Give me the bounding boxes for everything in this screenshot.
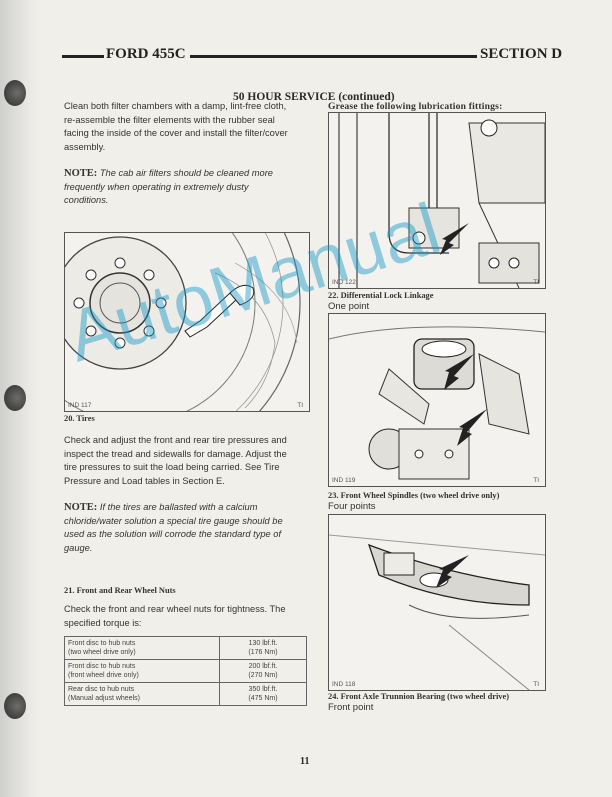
note-label: NOTE: <box>64 168 98 179</box>
text-line: used as the solution will corrode the st… <box>64 529 282 539</box>
differential-lock-illustration <box>329 113 545 288</box>
table-cell-value: 350 lbf.ft. (475 Nm) <box>219 682 307 706</box>
item24-sub: Front point <box>328 702 374 713</box>
cell-line: (176 Nm) <box>248 649 278 656</box>
tire-illustration <box>65 233 309 411</box>
table-row: Front disc to hub nuts (front wheel drive… <box>64 659 307 683</box>
text-line: Pressure and Load tables in Section E. <box>64 475 225 486</box>
figure-ti: TI <box>533 681 539 688</box>
table-row: Front disc to hub nuts (two wheel drive o… <box>64 636 307 660</box>
note-label: NOTE: <box>64 502 98 513</box>
header-rule-left <box>62 55 104 58</box>
binder-hole-bottom <box>4 693 26 719</box>
wheel-nuts-paragraph: Check the front and rear wheel nuts for … <box>64 603 312 630</box>
cell-line: Rear disc to hub nuts <box>68 686 135 693</box>
grease-heading: Grease the following lubrication fitting… <box>328 101 503 112</box>
figure-ti: TI <box>533 279 539 286</box>
text-line: re-assemble the filter elements with the… <box>64 114 275 125</box>
tires-paragraph: Check and adjust the front and rear tire… <box>64 434 312 488</box>
text-line: gauge. <box>64 542 93 553</box>
section-title: 50 HOUR SERVICE (continued) <box>233 91 395 103</box>
item21-caption: 21. Front and Rear Wheel Nuts <box>64 586 176 595</box>
cell-line: Front disc to hub nuts <box>68 663 136 670</box>
binder-hole-top <box>4 80 26 106</box>
cell-line: (475 Nm) <box>248 695 278 702</box>
item24-caption: 24. Front Axle Trunnion Bearing (two whe… <box>328 692 509 701</box>
cell-line: 350 lbf.ft. <box>248 686 278 693</box>
cell-line: (Manual adjust wheels) <box>68 695 140 702</box>
header-model: FORD 455C <box>106 46 186 62</box>
note-cab-filters: NOTE: The cab air filters should be clea… <box>64 167 309 208</box>
page-number: 11 <box>300 756 310 767</box>
item20-caption: 20. Tires <box>64 414 95 423</box>
table-row: Rear disc to hub nuts (Manual adjust whee… <box>64 682 307 706</box>
text-line: Clean both filter chambers with a damp, … <box>64 101 287 111</box>
figure-code: IND 119 <box>332 477 356 484</box>
figure-ti: TI <box>533 477 539 484</box>
figure-ti: TI <box>297 402 303 409</box>
item22-caption: 22. Differential Lock Linkage <box>328 291 434 300</box>
text-line: tire pressures to suit the load being ca… <box>64 462 280 472</box>
figure-front-spindles: IND 119 TI <box>328 313 546 487</box>
text-line: frequently when operating in extremely d… <box>64 181 249 192</box>
figure-code: IND 118 <box>332 681 356 688</box>
item22-sub: One point <box>328 301 370 312</box>
trunnion-illustration <box>329 515 545 690</box>
text-line: assembly. <box>64 141 106 152</box>
cell-line: (two wheel drive only) <box>68 649 136 656</box>
table-cell-desc: Rear disc to hub nuts (Manual adjust whee… <box>64 682 220 706</box>
note-ballast: NOTE: If the tires are ballasted with a … <box>64 501 312 555</box>
text-line: Check the front and rear wheel nuts for … <box>64 604 286 614</box>
spindles-illustration <box>329 314 545 486</box>
table-cell-value: 200 lbf.ft. (270 Nm) <box>219 659 307 683</box>
figure-differential-lock: IND 122 TI <box>328 112 546 289</box>
figure-code: IND 117 <box>68 402 92 409</box>
text-line: conditions. <box>64 195 109 205</box>
binder-hole-middle <box>4 385 26 411</box>
header-section: SECTION D <box>480 46 563 62</box>
filter-paragraph: Clean both filter chambers with a damp, … <box>64 100 309 154</box>
table-cell-desc: Front disc to hub nuts (two wheel drive o… <box>64 636 220 660</box>
text-line: The cab air filters should be cleaned mo… <box>99 168 273 178</box>
cell-line: 130 lbf.ft. <box>248 640 278 647</box>
figure-tire-wheel: IND 117 TI <box>64 232 310 412</box>
table-cell-value: 130 lbf.ft. (176 Nm) <box>219 636 307 660</box>
header-rule-middle <box>190 55 477 58</box>
text-line: facing the inside of the cover and insta… <box>64 128 288 138</box>
item23-sub: Four points <box>328 501 376 512</box>
text-line: If the tires are ballasted with a calciu… <box>99 502 258 512</box>
torque-table: Front disc to hub nuts (two wheel drive o… <box>64 636 307 706</box>
cell-line: Front disc to hub nuts <box>68 640 136 647</box>
item23-caption: 23. Front Wheel Spindles (two wheel driv… <box>328 491 500 500</box>
text-line: inspect the tread and sidewalls for dama… <box>64 448 287 459</box>
figure-trunnion-bearing: IND 118 TI <box>328 514 546 691</box>
text-line: specified torque is: <box>64 617 142 628</box>
figure-code: IND 122 <box>332 279 356 286</box>
text-line: Check and adjust the front and rear tire… <box>64 435 287 445</box>
table-cell-desc: Front disc to hub nuts (front wheel drive… <box>64 659 220 683</box>
text-line: chloride/water solution a special tire g… <box>64 515 283 526</box>
cell-line: (270 Nm) <box>248 672 278 679</box>
cell-line: 200 lbf.ft. <box>248 663 278 670</box>
cell-line: (front wheel drive only) <box>68 672 139 679</box>
